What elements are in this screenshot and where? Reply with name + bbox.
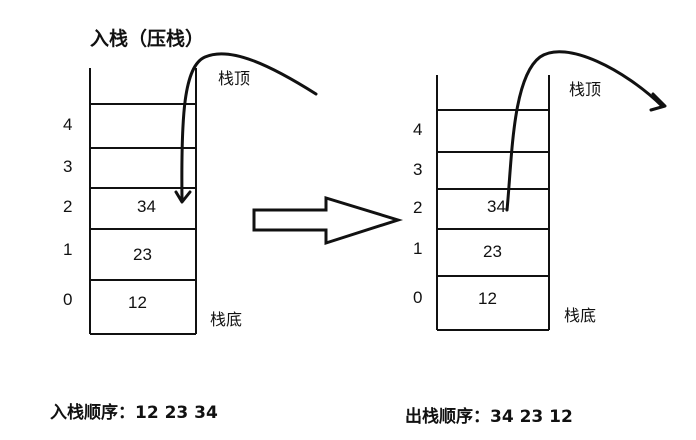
left-index-0: 0 bbox=[63, 290, 73, 309]
right-cell-12: 12 bbox=[478, 289, 497, 308]
pop-curve-arrow bbox=[505, 50, 664, 212]
left-index-3: 3 bbox=[63, 157, 73, 176]
push-arrowhead bbox=[174, 190, 192, 204]
right-stack-bottom-label: 栈底 bbox=[564, 306, 597, 325]
right-index-2: 2 bbox=[413, 198, 423, 217]
right-index-0: 0 bbox=[413, 288, 423, 307]
right-index-3: 3 bbox=[413, 160, 423, 179]
right-index-1: 1 bbox=[413, 239, 423, 258]
left-index-4: 4 bbox=[63, 115, 73, 134]
left-index-1: 1 bbox=[63, 240, 73, 259]
push-order-caption: 入栈顺序：12 23 34 bbox=[50, 403, 218, 423]
push-title: 入栈（压栈） bbox=[90, 28, 205, 50]
left-index-2: 2 bbox=[63, 197, 73, 216]
left-cell-23: 23 bbox=[133, 245, 152, 264]
pop-order-caption: 出栈顺序：34 23 12 bbox=[405, 407, 573, 427]
left-stack-bottom-label: 栈底 bbox=[210, 310, 243, 329]
right-cell-34: 34 bbox=[487, 197, 506, 216]
push-curve-arrow bbox=[180, 52, 318, 202]
pop-arrowhead bbox=[649, 92, 667, 112]
left-cell-34: 34 bbox=[137, 197, 156, 216]
left-cell-12: 12 bbox=[128, 293, 147, 312]
transition-arrow bbox=[252, 195, 404, 246]
right-cell-23: 23 bbox=[483, 242, 502, 261]
right-stack-top-label: 栈顶 bbox=[569, 80, 602, 99]
left-stack-top-label: 栈顶 bbox=[218, 69, 251, 88]
right-index-4: 4 bbox=[413, 120, 423, 139]
